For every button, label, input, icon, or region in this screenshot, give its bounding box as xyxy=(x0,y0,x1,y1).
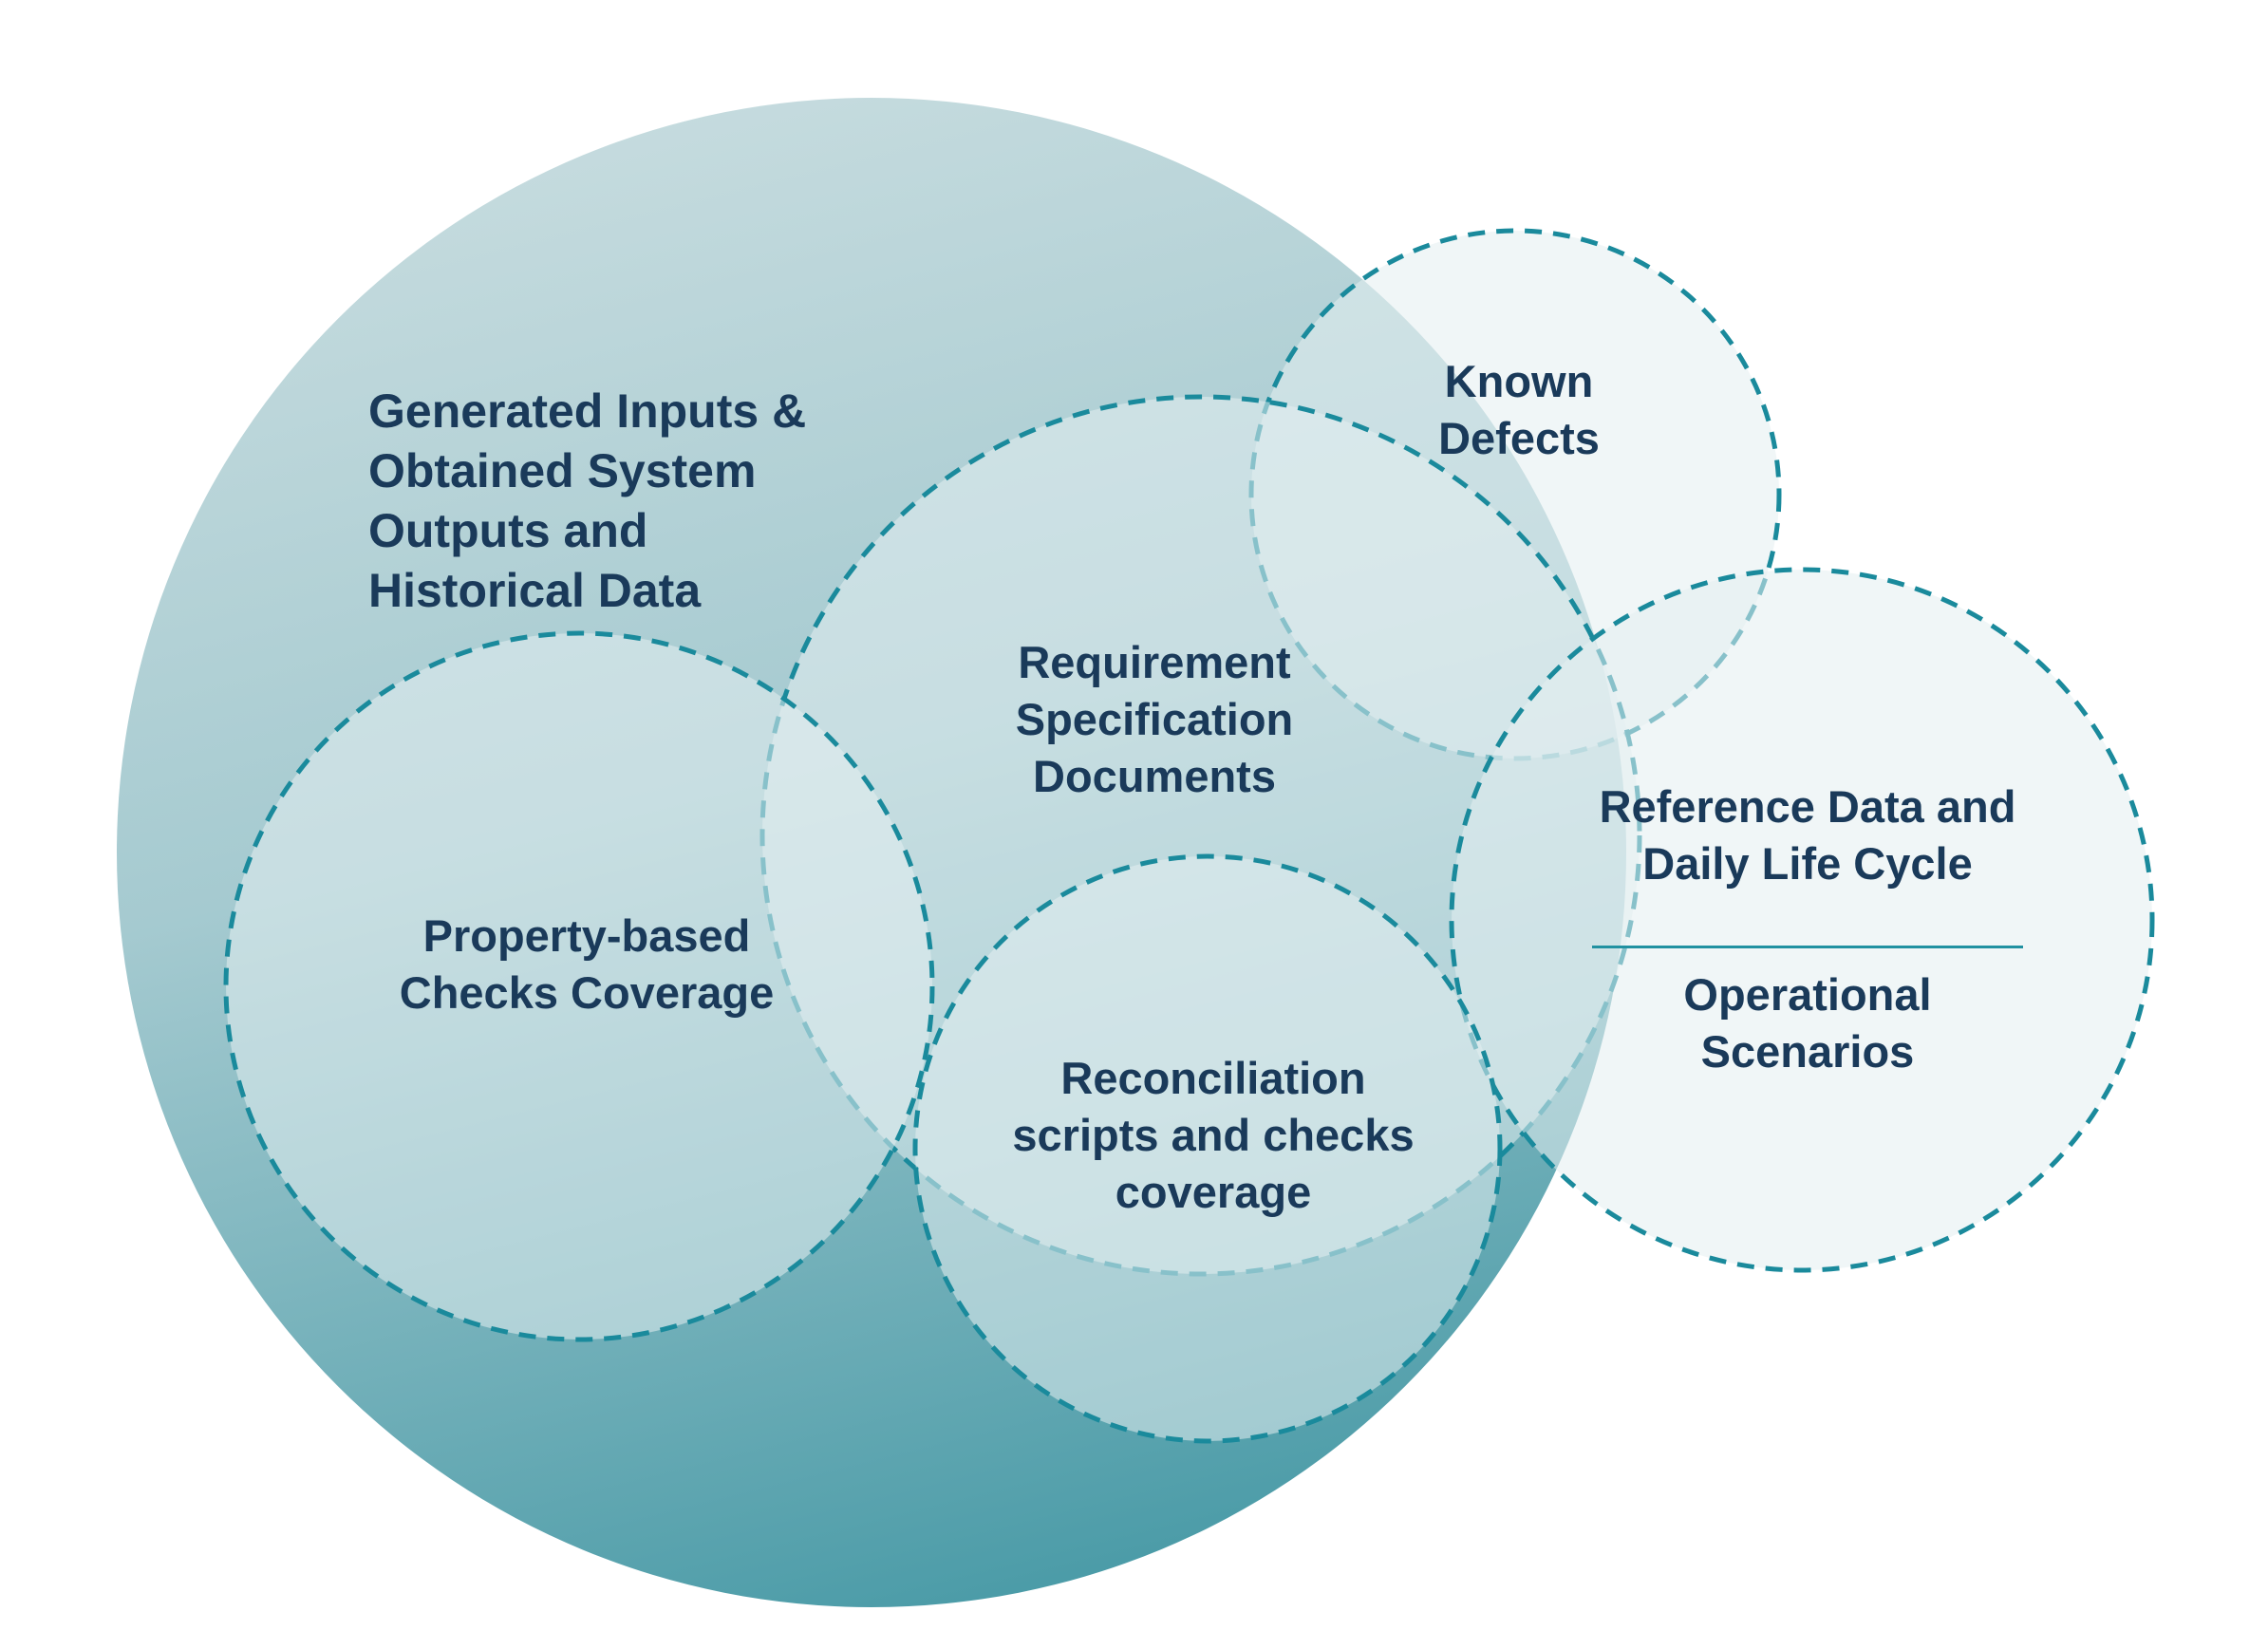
label-operational-scenarios: Operational Scenarios xyxy=(1683,969,1932,1077)
property-based-circle xyxy=(223,630,935,1342)
label-generated-inputs: Generated Inputs & Obtained System Outpu… xyxy=(368,384,807,617)
reference-data-divider-line xyxy=(1592,946,2023,948)
reference-data-circle xyxy=(1449,567,2155,1273)
label-property-based: Property-based Checks Coverage xyxy=(399,910,775,1018)
label-known-defects: Known Defects xyxy=(1438,356,1600,463)
label-requirement-specification: Requirement Specification Documents xyxy=(1015,637,1294,801)
label-reconciliation: Reconciliation scripts and checks covera… xyxy=(1012,1053,1415,1217)
label-reference-data: Reference Data and Daily Life Cycle xyxy=(1599,781,2016,889)
reconciliation-circle xyxy=(912,853,1503,1444)
